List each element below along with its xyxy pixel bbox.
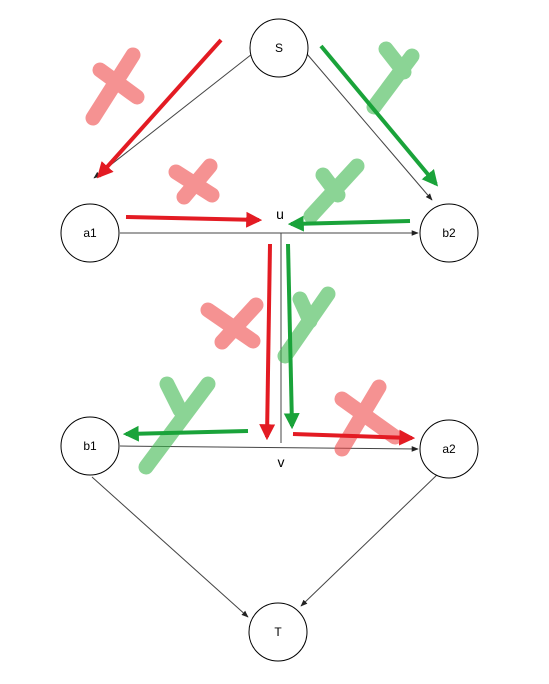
point-v-label: v xyxy=(278,454,285,470)
node-t[interactable]: T xyxy=(248,602,308,662)
nodes: S a1 b2 b1 a2 T xyxy=(60,18,479,662)
node-b2[interactable]: b2 xyxy=(419,203,479,263)
check-mark-s-b2 xyxy=(366,41,420,115)
node-b2-label: b2 xyxy=(442,226,456,240)
red-arrow-v-a2 xyxy=(292,429,416,446)
red-arrow-u-v xyxy=(259,243,276,441)
edges xyxy=(91,53,441,618)
node-b1-label: b1 xyxy=(83,439,97,453)
node-a2[interactable]: a2 xyxy=(419,419,479,479)
cross-marks xyxy=(85,41,420,475)
cross-mark-a1-u xyxy=(168,158,220,205)
edge-s-b2 xyxy=(306,53,433,201)
node-b1[interactable]: b1 xyxy=(60,416,120,476)
green-arrow-s-b2 xyxy=(319,44,439,187)
point-u-label: u xyxy=(276,206,284,222)
edge-b1-t xyxy=(91,476,249,618)
green-arrow-b2-u xyxy=(287,215,411,232)
green-arrow-v-b1 xyxy=(122,425,249,442)
check-mark-v-b1 xyxy=(138,376,216,475)
node-t-label: T xyxy=(274,625,282,639)
red-arrow-s-a1 xyxy=(96,38,223,179)
edge-s-a1 xyxy=(93,53,253,179)
node-a1-label: a1 xyxy=(83,226,97,240)
flow-arrows xyxy=(96,38,439,446)
node-s[interactable]: S xyxy=(249,18,309,78)
cross-mark-u-b1 xyxy=(200,297,264,350)
cross-mark-v-a2 xyxy=(334,379,403,457)
red-arrow-a1-u xyxy=(125,211,263,228)
green-arrow-u-v xyxy=(283,243,300,430)
node-s-label: S xyxy=(275,41,283,55)
check-mark-b2-u xyxy=(303,158,365,224)
edge-a2-t xyxy=(300,471,441,607)
node-a2-label: a2 xyxy=(442,442,456,456)
node-a1[interactable]: a1 xyxy=(60,203,120,263)
cross-mark-s-a1 xyxy=(85,47,145,126)
